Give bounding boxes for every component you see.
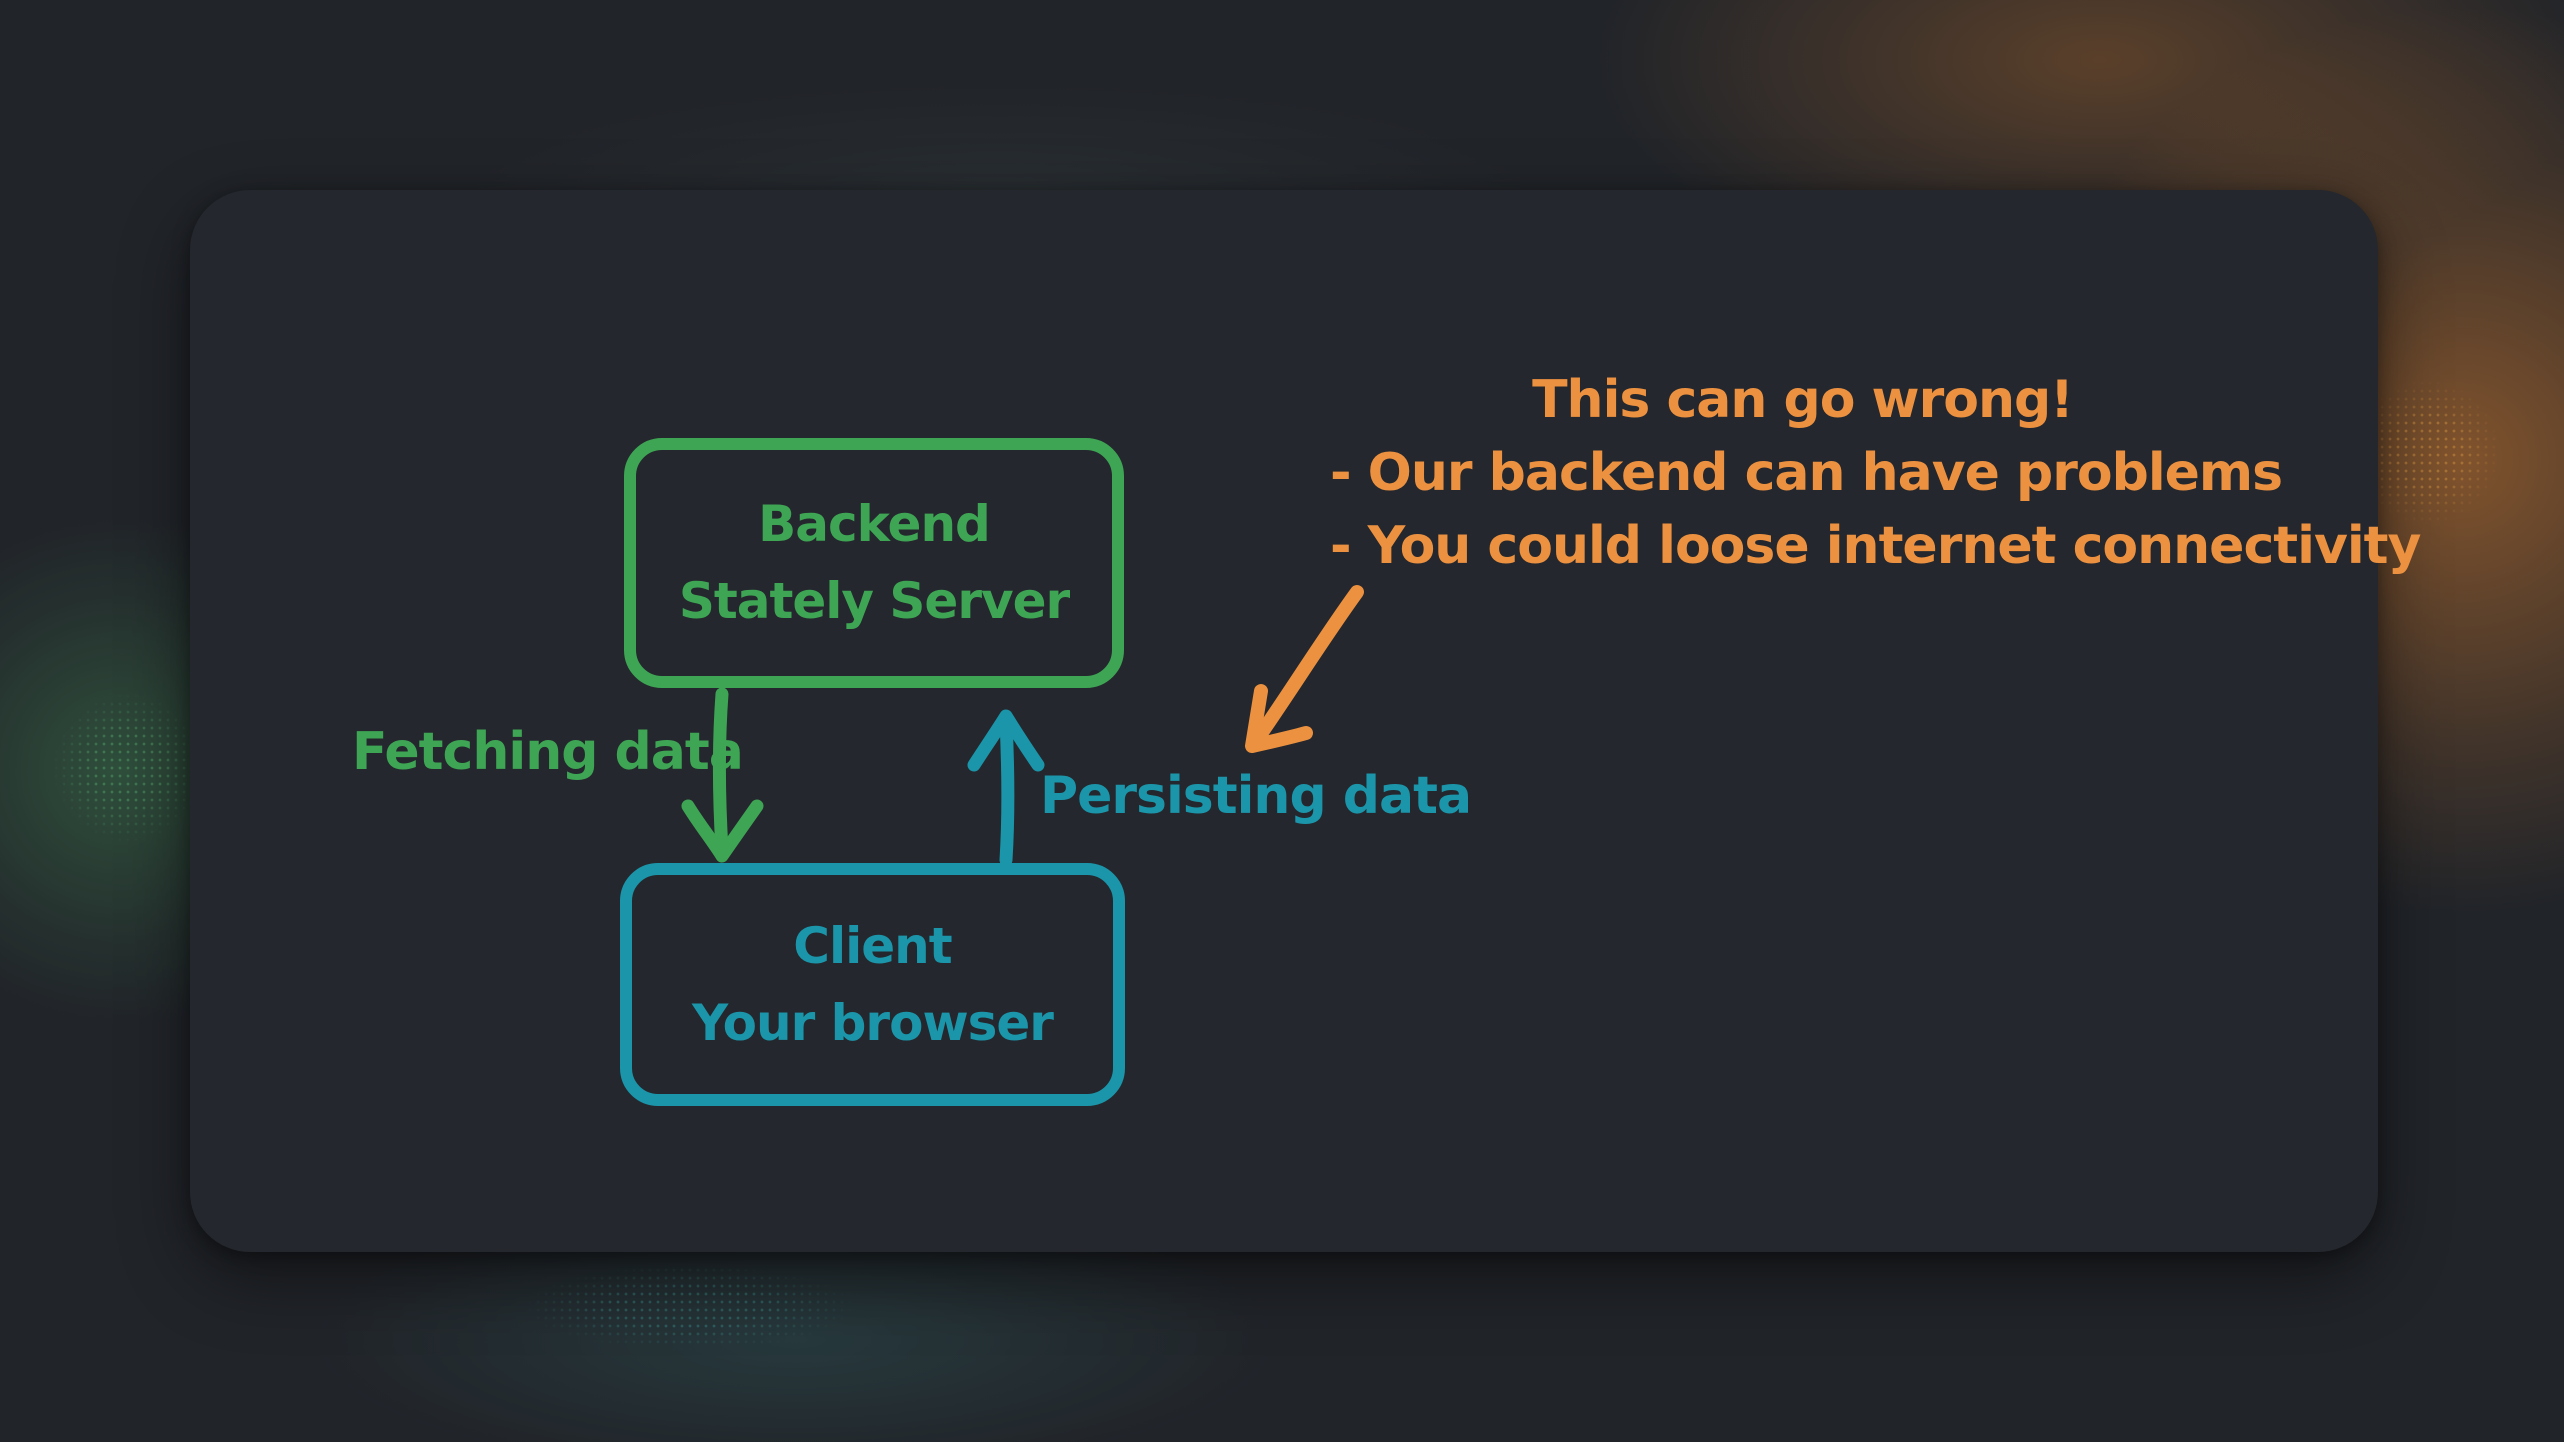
fetching-data-label: Fetching data [352, 722, 744, 782]
backend-node-title: Backend [758, 495, 991, 553]
diagram-card [190, 190, 2378, 1252]
backend-node: Backend Stately Server [624, 438, 1124, 688]
warning-note-line-1: This can go wrong! [1532, 370, 2074, 430]
backend-node-subtitle: Stately Server [678, 572, 1070, 630]
warning-note: This can go wrong! - Our backend can hav… [1330, 364, 2421, 583]
warning-note-line-2: - Our backend can have problems [1330, 443, 2283, 503]
client-node-subtitle: Your browser [692, 993, 1054, 1052]
warning-note-line-3: - You could loose internet connectivity [1330, 516, 2421, 576]
client-node: Client Your browser [620, 863, 1125, 1106]
persisting-data-label: Persisting data [1040, 766, 1472, 826]
teal-glow-speckles [470, 1250, 910, 1365]
client-node-title: Client [793, 916, 952, 975]
